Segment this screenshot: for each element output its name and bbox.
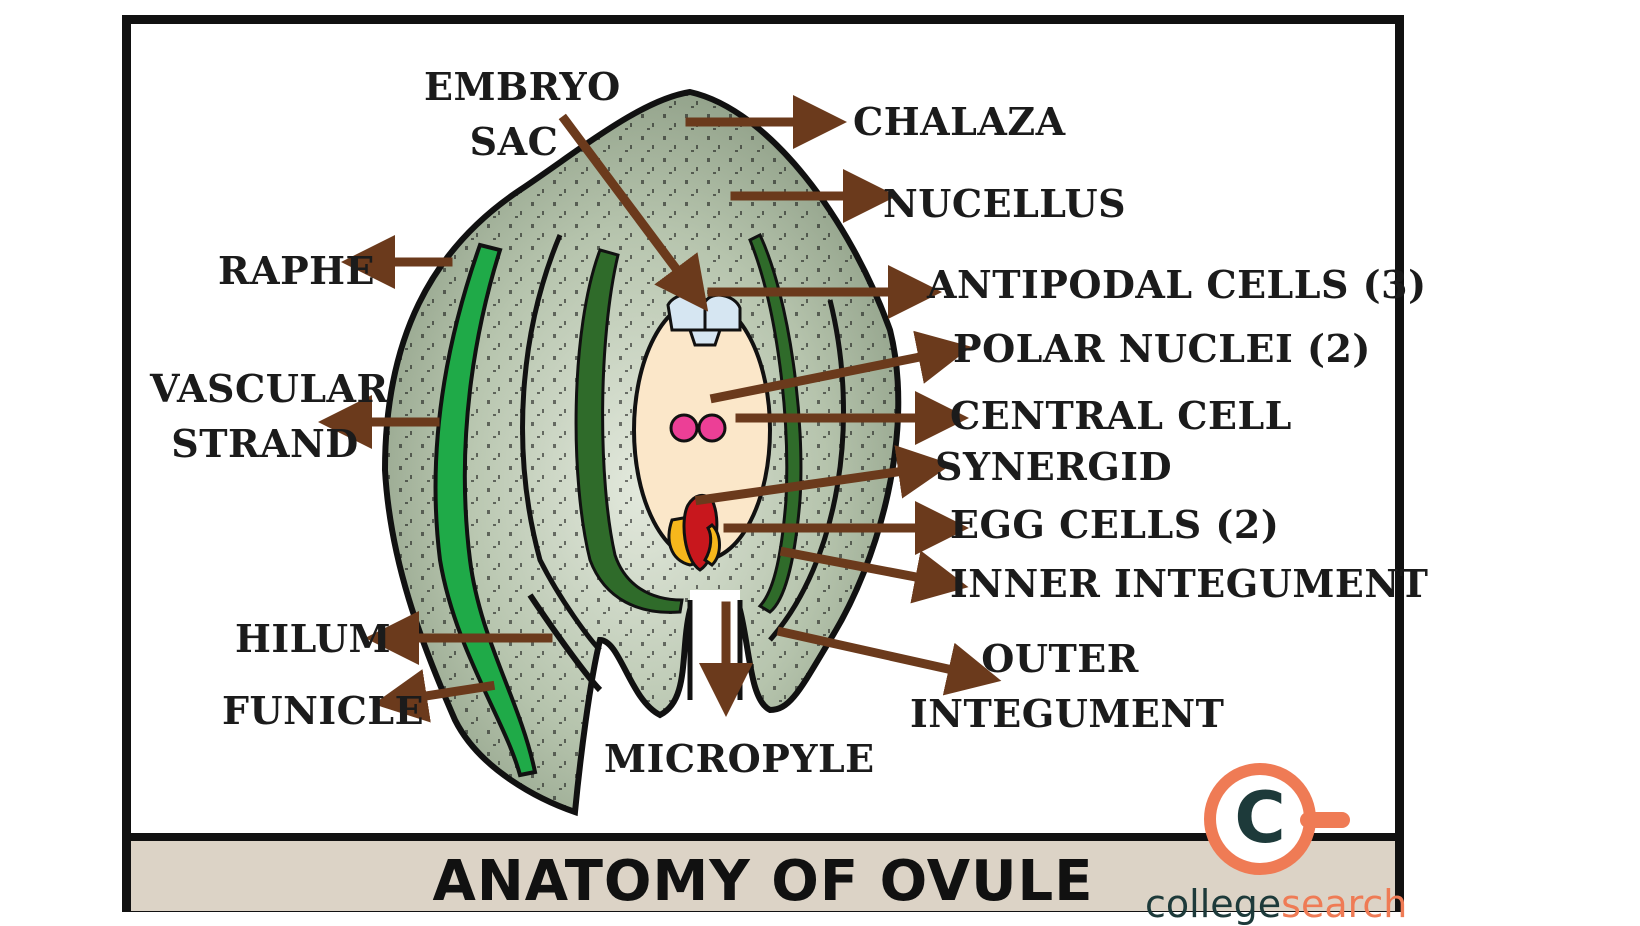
polar-nucleus-1 <box>669 413 699 443</box>
label-embryo-sac-line2: SAC <box>469 119 559 164</box>
collegesearch-logo: C <box>1204 763 1350 875</box>
label-hilum: HILUM <box>235 616 392 661</box>
label-central-cell: CENTRAL CELL <box>950 393 1292 438</box>
label-raphe: RAPHE <box>218 248 376 293</box>
label-inner-integument: INNER INTEGUMENT <box>950 561 1429 606</box>
label-egg-cells: EGG CELLS (2) <box>950 502 1280 547</box>
label-antipodal-cells: ANTIPODAL CELLS (3) <box>927 262 1427 307</box>
label-chalaza: CHALAZA <box>853 99 1066 144</box>
inner-integument-left <box>574 248 684 614</box>
brand-name-part2: search <box>1281 882 1408 926</box>
label-polar-nuclei: POLAR NUCLEI (2) <box>953 326 1371 371</box>
label-nucellus: NUCELLUS <box>883 181 1127 226</box>
logo-letter: C <box>1234 777 1285 859</box>
arrow-synergid <box>694 445 952 506</box>
logo-handle <box>1300 812 1350 828</box>
page-title: ANATOMY OF OVULE <box>432 849 1094 914</box>
inner-integument-right <box>748 232 803 614</box>
arrow-outer-integument <box>776 626 1002 696</box>
brand-name-part1: college <box>1145 882 1282 926</box>
arrow-embryo-sac <box>558 113 709 312</box>
arrow-funicle <box>373 669 496 723</box>
micropyle-channel <box>690 590 740 620</box>
label-synergid: SYNERGID <box>935 444 1173 489</box>
title-bar: ANATOMY OF OVULE <box>131 833 1395 914</box>
funicle-cleft <box>527 593 603 693</box>
label-vascular-strand-line2: STRAND <box>171 421 359 466</box>
vascular-strand <box>433 242 538 778</box>
arrow-polar-nuclei <box>709 330 972 404</box>
label-funicle: FUNICLE <box>222 688 425 733</box>
label-micropyle: MICROPYLE <box>604 736 875 781</box>
label-outer-integument-line2: INTEGUMENT <box>910 691 1225 736</box>
polar-nucleus-2 <box>697 413 727 443</box>
label-outer-integument-line1: OUTER <box>981 636 1139 681</box>
outer-integument-inner-edge <box>520 234 602 652</box>
label-vascular-strand-line1: VASCULAR <box>150 366 389 411</box>
label-embryo-sac-line1: EMBRYO <box>424 64 621 109</box>
brand-name: collegesearch <box>1145 885 1407 923</box>
arrow-inner-integument <box>779 546 969 604</box>
